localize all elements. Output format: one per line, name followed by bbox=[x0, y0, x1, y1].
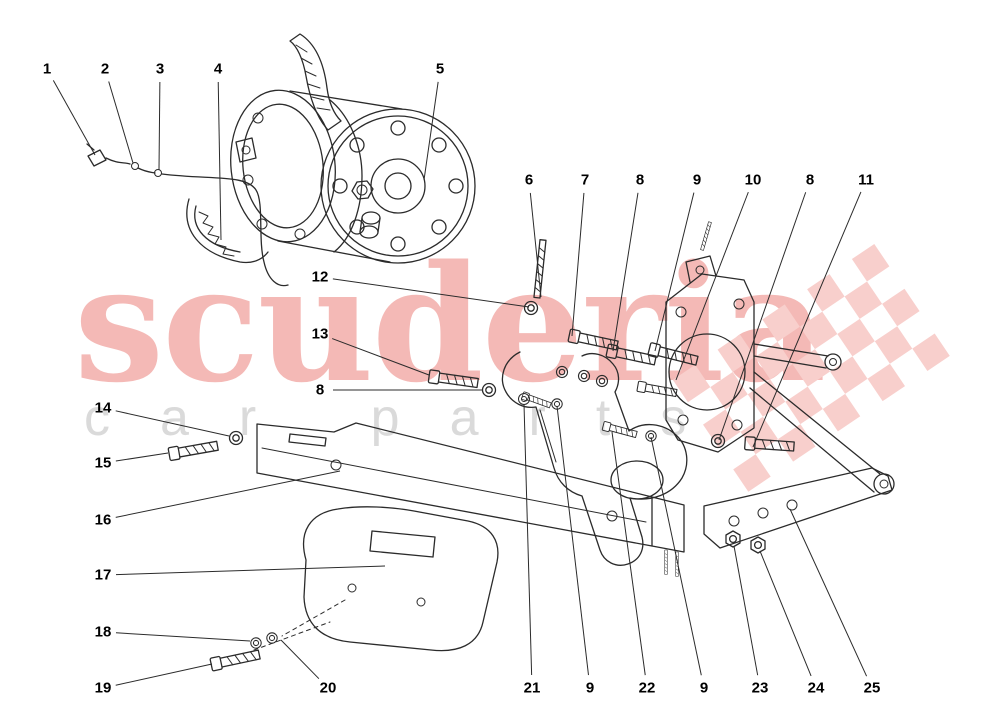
callout-21: 21 bbox=[523, 679, 541, 697]
callout-16: 16 bbox=[94, 511, 112, 529]
callout-13: 13 bbox=[311, 325, 329, 343]
callout-11: 11 bbox=[858, 171, 874, 189]
callout-8: 8 bbox=[635, 171, 645, 189]
callout-5: 5 bbox=[435, 60, 445, 78]
callout-17: 17 bbox=[94, 566, 112, 584]
callout-1: 1 bbox=[42, 60, 52, 78]
callout-22: 22 bbox=[638, 679, 656, 697]
watermark-sub: car parts bbox=[84, 389, 737, 447]
callout-24: 24 bbox=[807, 679, 825, 697]
callout-10: 10 bbox=[744, 171, 762, 189]
callout-8: 8 bbox=[315, 381, 325, 399]
callout-9: 9 bbox=[585, 679, 595, 697]
callout-19: 19 bbox=[94, 679, 112, 697]
mounting-rail bbox=[256, 422, 685, 577]
callout-15: 15 bbox=[94, 454, 112, 472]
callout-4: 4 bbox=[213, 60, 223, 78]
callout-8: 8 bbox=[805, 171, 815, 189]
callout-6: 6 bbox=[524, 171, 534, 189]
callout-3: 3 bbox=[155, 60, 165, 78]
callout-25: 25 bbox=[863, 679, 881, 697]
cover-plate bbox=[253, 506, 499, 652]
callout-14: 14 bbox=[94, 399, 112, 417]
callout-2: 2 bbox=[100, 60, 110, 78]
callout-23: 23 bbox=[751, 679, 769, 697]
compressor-drawing bbox=[86, 33, 476, 287]
callout-9: 9 bbox=[699, 679, 709, 697]
callout-12: 12 bbox=[311, 268, 329, 286]
callout-7: 7 bbox=[580, 171, 590, 189]
callout-9: 9 bbox=[692, 171, 702, 189]
callout-20: 20 bbox=[319, 679, 337, 697]
callout-18: 18 bbox=[94, 623, 112, 641]
lower-bracket bbox=[703, 467, 893, 549]
